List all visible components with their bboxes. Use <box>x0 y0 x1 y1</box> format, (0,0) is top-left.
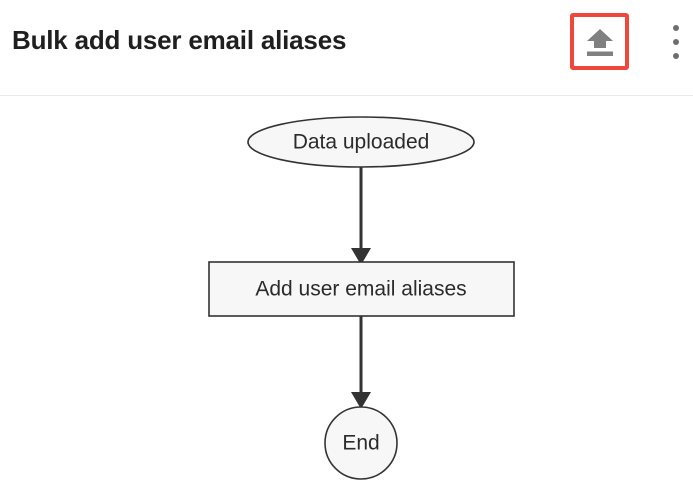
flowchart-diagram: Data uploaded Add user email aliases End <box>208 116 515 480</box>
more-vert-icon-dot-3 <box>673 53 679 59</box>
page-header: Bulk add user email aliases <box>0 0 693 96</box>
more-vert-icon-dot-1 <box>673 25 679 31</box>
more-options-button[interactable] <box>662 18 690 66</box>
flow-node-end-label: End <box>342 432 379 455</box>
flow-edge-start-to-action <box>351 167 371 265</box>
flow-node-action-label: Add user email aliases <box>255 278 466 301</box>
flow-node-start[interactable]: Data uploaded <box>247 116 475 168</box>
upload-button[interactable] <box>570 13 629 70</box>
flow-edge-action-to-end <box>351 316 371 409</box>
flow-node-action[interactable]: Add user email aliases <box>208 261 515 317</box>
upload-icon <box>586 28 613 56</box>
page-title: Bulk add user email aliases <box>12 25 347 55</box>
more-vert-icon-dot-2 <box>673 39 679 45</box>
flowchart-canvas: Data uploaded Add user email aliases End <box>0 96 693 482</box>
flow-node-start-label: Data uploaded <box>293 131 430 154</box>
flow-node-end[interactable]: End <box>324 406 398 480</box>
